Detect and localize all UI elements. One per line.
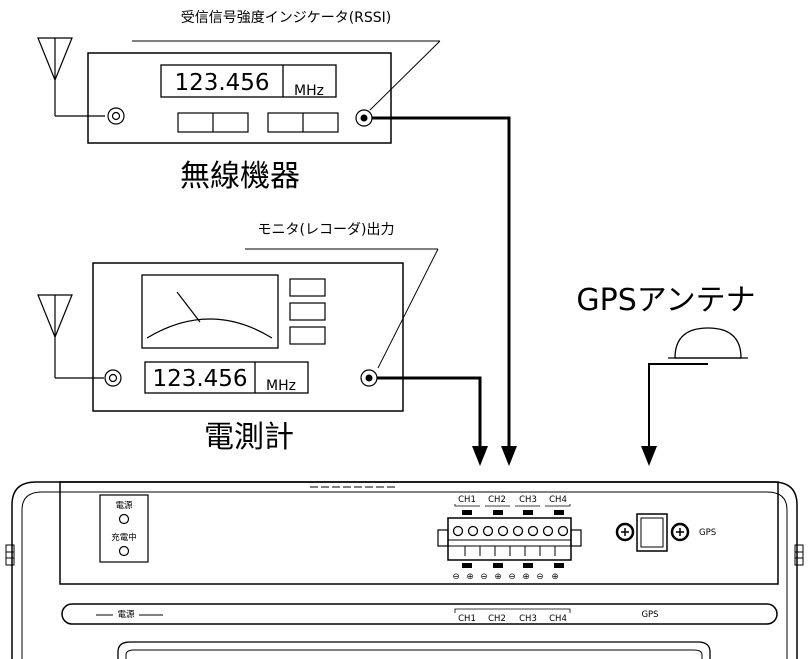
rssi-leader-line [369,40,441,111]
strip-channel-labels: CH1 CH2 CH3 CH4 [454,608,571,624]
charging-indicator-label: 充電中 [111,532,137,543]
meter-antenna-jack-icon [104,369,122,387]
radio-device-body [87,52,392,144]
cables [372,116,708,466]
rssi-label: 受信信号強度インジケータ(RSSI) [181,10,392,26]
radio-device-name: 無線機器 [180,159,300,194]
indicator-panel [99,494,149,563]
polarity-labels: ⊖ ⊕ ⊖ ⊕ ⊖ ⊕ ⊖ ⊕ [452,572,558,582]
left-hinge-icon [5,544,15,566]
charging-led-icon [118,545,130,557]
gps-antenna-label: GPSアンテナ [576,283,755,318]
output-label: モニタ(レコーダ)出力 [258,222,395,238]
meter-output-jack-icon [360,369,378,387]
power-led-icon [118,513,130,525]
logger-unit: 電源 充電中 CH1 CH2 CH3 CH4 [5,481,804,659]
meter-antenna-icon [37,294,104,379]
polarity-label: ⊖ [480,572,487,582]
radio-frequency-value: 123.456 [174,70,269,96]
meter-frequency-display [144,361,309,394]
meter-cable-arrow-icon [472,446,488,466]
meter-buttons [289,278,326,345]
rssi-cable [372,116,511,446]
radio-buttons [177,112,339,133]
strip-power-label: 電源 [117,610,135,620]
channel-label: CH2 [488,495,506,505]
strip-gps-label: GPS [641,610,658,620]
radio-device: 受信信号強度インジケータ(RSSI) 123.456 MHz 無線機器 [37,10,441,194]
gps-screw-right-icon [670,522,690,542]
lower-window [117,641,711,659]
channel-label: CH1 [458,495,476,505]
strip-channel-label: CH3 [519,614,537,624]
polarity-label: ⊕ [522,572,529,582]
gps-antenna: GPSアンテナ [576,283,756,359]
label-strip [61,603,778,625]
radio-antenna-icon [37,37,105,117]
logger-front-panel [59,481,779,585]
polarity-label: ⊖ [536,572,543,582]
gps-antenna-icon [668,327,748,359]
radio-frequency-unit: MHz [294,83,324,99]
channel-label: CH3 [519,495,537,505]
output-leader-line [377,248,439,369]
strip-channel-label: CH4 [549,614,567,624]
field-meter-name: 電測計 [204,420,294,455]
polarity-label: ⊖ [452,572,459,582]
rssi-cable-arrow-icon [501,446,517,466]
terminal-bottom-markers [462,563,564,568]
terminal-block[interactable] [437,517,582,561]
radio-antenna-jack-icon [107,107,125,125]
terminal-screw-icon [452,525,569,537]
strip-channel-label: CH1 [458,614,476,624]
gps-port-label: GPS [699,528,716,538]
meter-cable [377,376,482,446]
radio-rssi-jack-icon [355,109,373,127]
polarity-label: ⊕ [494,572,501,582]
meter-frequency-unit: MHz [266,378,296,394]
meter-frequency-value: 123.456 [152,366,247,392]
right-hinge-icon [794,544,804,566]
gps-cable [648,363,708,446]
gps-screw-left-icon [615,522,635,542]
polarity-label: ⊕ [551,572,558,582]
polarity-label: ⊕ [466,572,473,582]
power-indicator-label: 電源 [115,501,133,511]
channel-label: CH4 [549,495,567,505]
gps-cable-arrow-icon [641,446,657,466]
analog-meter-icon [141,274,279,349]
gps-connector[interactable] [615,513,690,552]
polarity-label: ⊖ [508,572,515,582]
channel-labels: CH1 CH2 CH3 CH4 [454,495,571,507]
strip-channel-label: CH2 [488,614,506,624]
field-meter-body [92,262,404,412]
radio-frequency-display [160,64,337,98]
terminal-top-markers [462,510,564,515]
field-meter: モニタ(レコーダ)出力 123.456 MHz [37,222,439,455]
